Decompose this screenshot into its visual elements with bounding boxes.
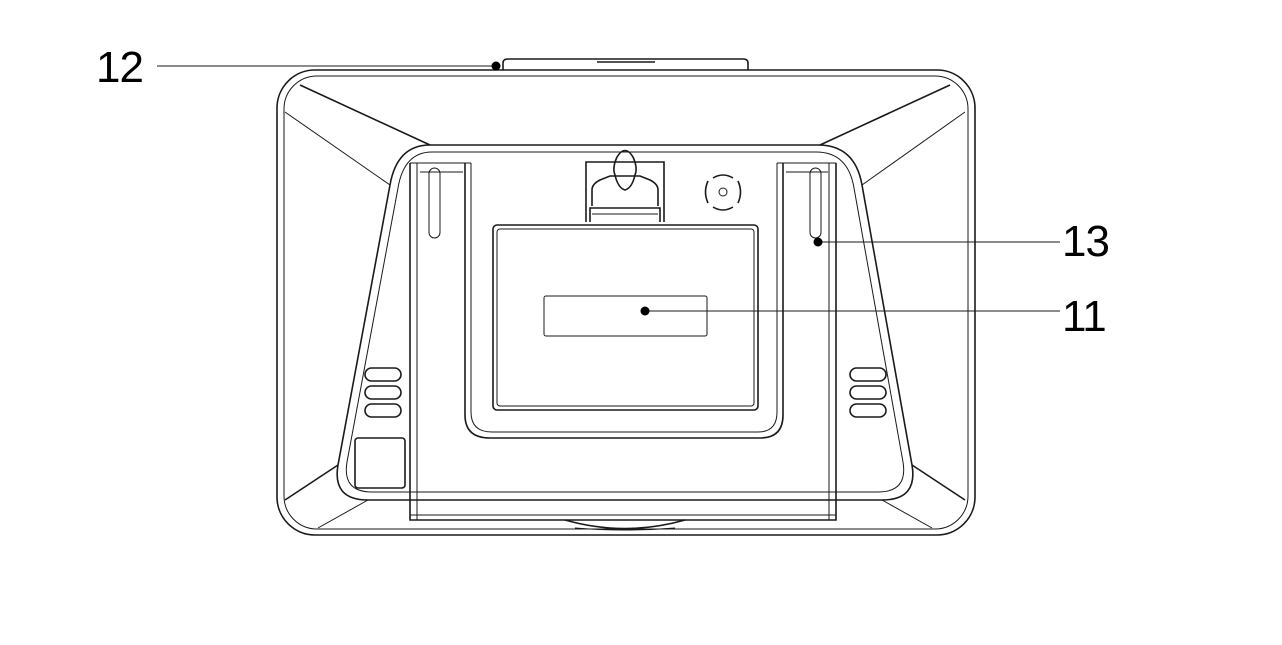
battery-cover	[492, 224, 759, 411]
wall-mount-keyhole	[585, 149, 665, 222]
leader-11	[640, 306, 1060, 316]
left-hinge-slot	[420, 167, 463, 239]
top-button	[502, 58, 749, 70]
small-compartment	[354, 437, 406, 489]
callout-12: 12	[96, 43, 143, 92]
inner-panel	[336, 144, 914, 501]
leader-13	[813, 237, 1060, 247]
right-hinge-slot	[786, 167, 828, 239]
folding-stand	[409, 162, 837, 531]
outer-housing	[276, 69, 976, 536]
callout-13: 13	[1062, 217, 1109, 266]
left-vents	[364, 367, 402, 418]
leader-12	[157, 61, 501, 71]
callout-11: 11	[1062, 292, 1106, 341]
right-vents	[849, 367, 887, 418]
speaker-grille	[704, 174, 742, 211]
corner-ribs	[284, 84, 966, 529]
